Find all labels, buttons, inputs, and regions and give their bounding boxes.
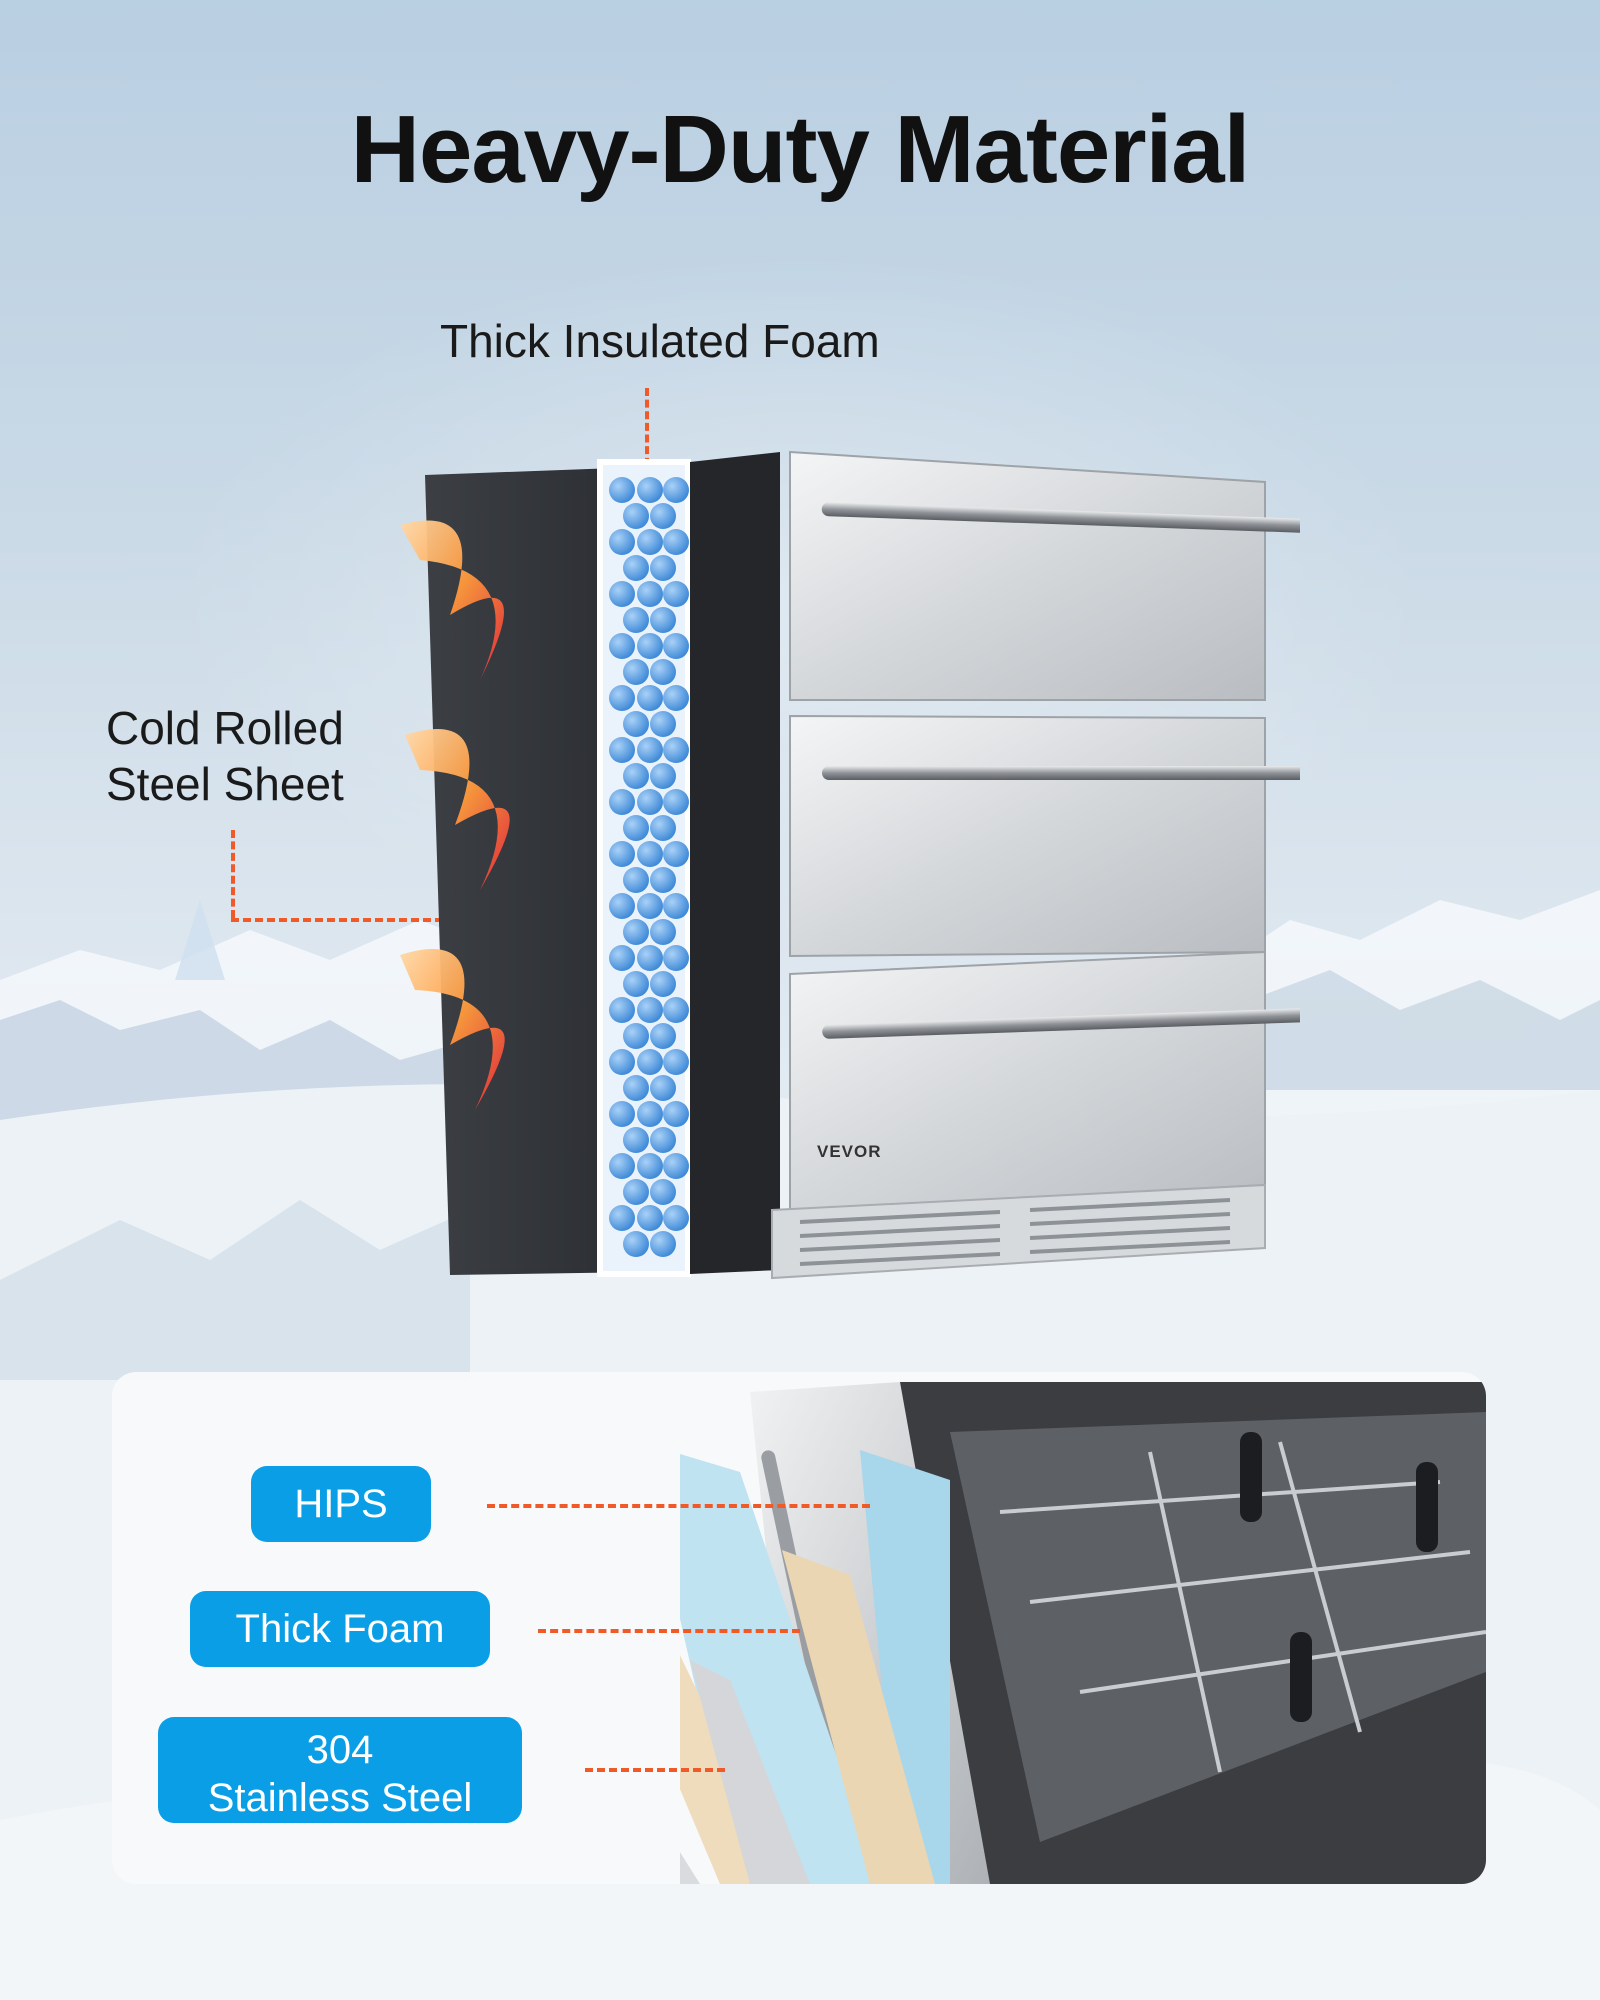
heat-arrows [400, 520, 510, 1110]
label-thick-foam: Thick Foam [190, 1591, 490, 1667]
page-title: Heavy-Duty Material [350, 96, 1251, 203]
steel-leader-vertical [231, 830, 235, 918]
label-cold-rolled-steel: Cold Rolled Steel Sheet [106, 700, 426, 812]
drawer-refrigerator [400, 450, 1300, 1280]
foam-leader-line [645, 388, 649, 524]
label-cold-rolled-line2: Steel Sheet [106, 758, 344, 810]
steel-leader-horizontal [231, 918, 467, 922]
steel-layer-leader-line [585, 1768, 725, 1772]
drawer-handle-top [821, 502, 1300, 545]
foam-layer-leader-line [538, 1629, 800, 1633]
label-stainless-line2: Stainless Steel [207, 1776, 473, 1820]
label-304-stainless-steel: 304 Stainless Steel [158, 1717, 522, 1823]
drawer-handle-middle [822, 766, 1300, 780]
foam-balls [609, 477, 689, 1257]
label-stainless-line1: 304 [306, 1728, 374, 1772]
brand-logo: VEVOR [817, 1142, 882, 1161]
hips-leader-line [487, 1504, 870, 1508]
label-cold-rolled-line1: Cold Rolled [106, 702, 344, 754]
drawer-handle-bottom [822, 996, 1300, 1039]
layer-sheets [690, 1450, 950, 1884]
label-thick-insulated-foam: Thick Insulated Foam [440, 315, 880, 367]
label-hips: HIPS [251, 1466, 431, 1542]
